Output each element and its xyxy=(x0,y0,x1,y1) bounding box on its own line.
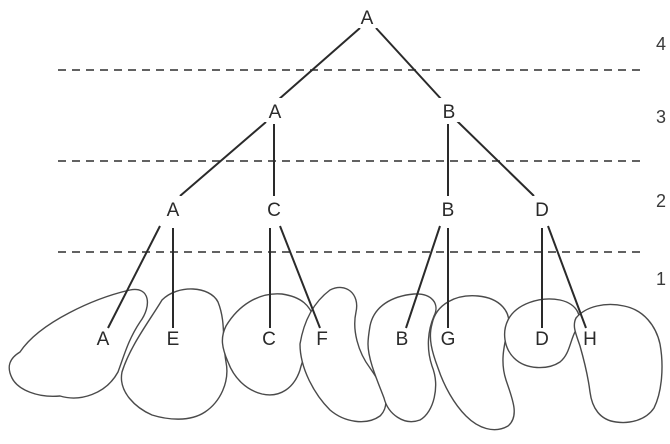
edge-d2-h1 xyxy=(547,225,587,329)
node-leaf: E xyxy=(167,329,180,350)
node-root: A xyxy=(361,8,374,29)
node-leaf: H xyxy=(583,329,597,350)
region-blob-7 xyxy=(503,298,581,369)
region-blob-2 xyxy=(120,288,228,420)
node-leaf: F xyxy=(316,329,328,350)
edge-root-a xyxy=(277,27,361,101)
region-blob-3 xyxy=(221,293,316,396)
node-leaf: B xyxy=(396,329,409,350)
level-label: 3 xyxy=(656,107,666,127)
node-level3: A xyxy=(269,102,282,123)
node-level2: D xyxy=(535,200,549,221)
node-leaf: C xyxy=(262,329,276,350)
edge-b2-b1 xyxy=(405,225,441,329)
edge-c2-f1 xyxy=(279,225,321,329)
node-level2: C xyxy=(267,200,281,221)
region-blob-5 xyxy=(367,293,437,423)
node-level3: B xyxy=(443,102,456,123)
edge-b3-d2 xyxy=(455,119,535,197)
node-leaf: A xyxy=(97,329,110,350)
node-leaf: D xyxy=(535,329,549,350)
level-label: 2 xyxy=(656,191,666,211)
region-blob-8 xyxy=(573,303,663,424)
level-label: 1 xyxy=(656,269,666,289)
edge-root-b xyxy=(375,27,443,101)
tree-nodes: A A B A C B D A E C F B G D H xyxy=(97,4,597,350)
region-blob-6 xyxy=(429,295,515,431)
level-label: 4 xyxy=(656,34,666,54)
node-level2: B xyxy=(442,200,455,221)
node-leaf: G xyxy=(441,329,456,350)
region-blob-4 xyxy=(299,286,387,423)
node-level2: A xyxy=(167,200,180,221)
level-labels: 4 3 2 1 xyxy=(656,34,666,289)
edge-a3-a2 xyxy=(179,121,267,197)
level-separators xyxy=(58,69,640,253)
tree-edges xyxy=(107,27,587,329)
edge-a2-a1 xyxy=(107,225,161,329)
region-blobs xyxy=(8,286,663,431)
